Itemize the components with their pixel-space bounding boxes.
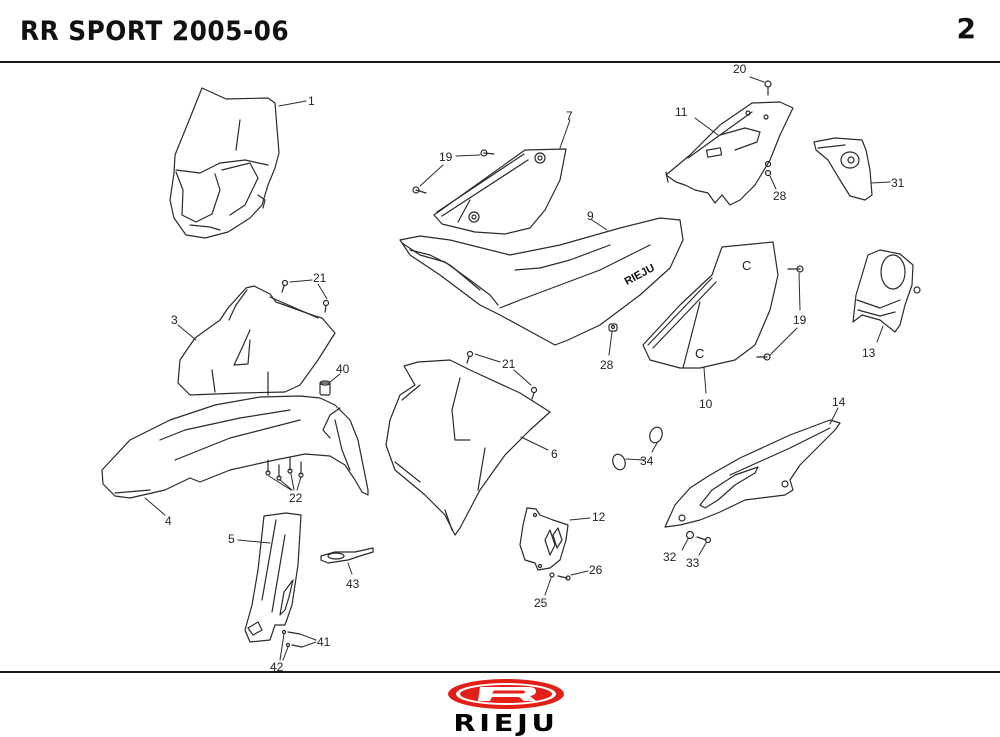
- part-10-right-side-plate[interactable]: C C: [642, 241, 779, 369]
- part-9-seat[interactable]: RIEJU: [399, 217, 684, 346]
- header-divider: [0, 61, 1000, 63]
- screws-19b[interactable]: [756, 265, 804, 361]
- callout-3[interactable]: 3: [171, 313, 178, 327]
- page-footer: RIEJU: [0, 673, 1000, 737]
- part-6-radiator-panel[interactable]: [385, 359, 551, 536]
- footer-divider: [0, 671, 1000, 673]
- callout-20[interactable]: 20: [733, 62, 747, 76]
- callout-19b[interactable]: 19: [793, 313, 807, 327]
- exploded-parts-diagram: RIEJU C C: [0, 62, 1000, 674]
- nut-28a[interactable]: [608, 323, 618, 332]
- part-1-headlight-fairing[interactable]: [169, 87, 280, 239]
- callout-43[interactable]: 43: [346, 577, 360, 591]
- callout-33[interactable]: 33: [686, 556, 700, 570]
- callout-1[interactable]: 1: [308, 94, 315, 108]
- part-11-rear-fender[interactable]: [665, 101, 794, 206]
- callout-21b[interactable]: 21: [502, 357, 516, 371]
- screws-22[interactable]: [265, 457, 304, 481]
- callout-14[interactable]: 14: [832, 395, 846, 409]
- page-number: 2: [956, 12, 976, 45]
- callout-6[interactable]: 6: [551, 447, 558, 461]
- part-3-tank-scoop[interactable]: [177, 285, 336, 396]
- part-43-brake-hose-guide[interactable]: [320, 547, 374, 564]
- screw-21b[interactable]: [466, 350, 538, 400]
- part-14-chain-guard[interactable]: [664, 419, 841, 528]
- rieju-r-emblem-icon: [448, 679, 564, 709]
- screws-19a[interactable]: [412, 149, 495, 194]
- part-40-spacer[interactable]: [319, 380, 331, 396]
- callout-40[interactable]: 40: [336, 362, 350, 376]
- part-13-airbox-cover[interactable]: [852, 249, 921, 333]
- callout-42[interactable]: 42: [270, 660, 284, 674]
- fasteners-25-26[interactable]: [549, 572, 571, 581]
- callout-12[interactable]: 12: [592, 510, 606, 524]
- callout-25[interactable]: 25: [534, 596, 548, 610]
- part-4-front-fender[interactable]: [101, 395, 369, 499]
- callout-34[interactable]: 34: [640, 454, 654, 468]
- callout-31[interactable]: 31: [891, 176, 905, 190]
- part-12-sprocket-cover[interactable]: [519, 507, 569, 571]
- callout-19a[interactable]: 19: [439, 150, 453, 164]
- nut-28b[interactable]: [764, 160, 772, 177]
- screw-20[interactable]: [764, 80, 772, 96]
- callout-22[interactable]: 22: [289, 491, 303, 505]
- callout-21a[interactable]: 21: [313, 271, 327, 285]
- screw-21a[interactable]: [281, 279, 330, 313]
- callout-11[interactable]: 11: [675, 105, 688, 119]
- callout-13[interactable]: 13: [862, 346, 876, 360]
- callout-28a[interactable]: 28: [600, 358, 614, 372]
- screws-41-42[interactable]: [281, 629, 303, 648]
- callout-7[interactable]: 7: [566, 109, 573, 123]
- callout-41[interactable]: 41: [317, 635, 331, 649]
- callout-4[interactable]: 4: [165, 514, 172, 528]
- callout-10[interactable]: 10: [699, 397, 713, 411]
- part-7-left-side-plate[interactable]: [433, 148, 567, 235]
- part-31-tail-light[interactable]: [813, 137, 873, 201]
- callout-32[interactable]: 32: [663, 550, 677, 564]
- callout-5[interactable]: 5: [228, 532, 235, 546]
- part-5-fork-protector[interactable]: [244, 512, 302, 643]
- clamps-34[interactable]: [611, 425, 665, 471]
- fasteners-32-33[interactable]: [685, 530, 712, 544]
- page-title: RR SPORT 2005-06: [20, 16, 290, 47]
- callout-28b[interactable]: 28: [773, 189, 787, 203]
- rieju-logo: RIEJU: [418, 677, 594, 737]
- page-header: RR SPORT 2005-06 2: [0, 0, 1000, 62]
- callout-9[interactable]: 9: [587, 209, 594, 223]
- svg-text:C: C: [695, 346, 704, 361]
- callout-26[interactable]: 26: [589, 563, 603, 577]
- rieju-wordmark: RIEJU: [453, 711, 559, 737]
- svg-text:C: C: [742, 258, 751, 273]
